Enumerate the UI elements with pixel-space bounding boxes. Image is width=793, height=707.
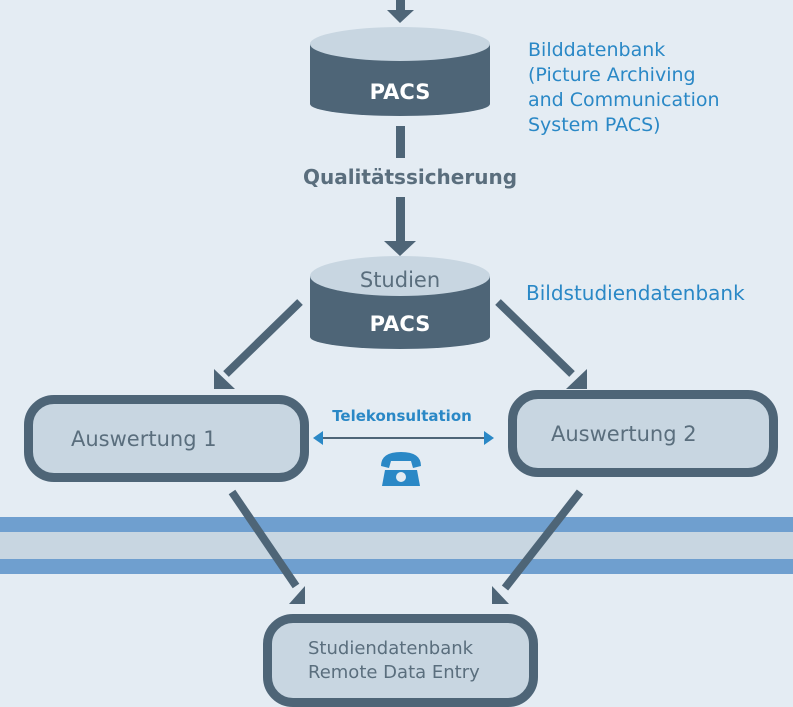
telephone-icon [381,452,421,486]
eval2-label: Auswertung 2 [551,421,697,446]
pacs-top-label: PACS [369,80,431,104]
pacs-studien-bottom-label: PACS [369,312,431,336]
qa-arrow-head [384,241,416,256]
arrow-eval1-to-final [228,489,305,604]
eval1-box: Auswertung 1 [24,395,309,482]
qa-line-bottom [396,197,405,241]
band-middle [0,532,793,559]
qa-label: Qualitätssicherung [302,165,518,189]
pacs-studien-top-label: Studien [359,268,441,292]
band-stripe-bottom [0,559,793,574]
qa-line-top [396,126,405,158]
eval1-label: Auswertung 1 [71,426,217,451]
final-box: Studiendatenbank Remote Data Entry [263,614,538,707]
pacs-top-cylinder [310,27,490,116]
teleconsult-label: Telekonsultation [332,407,472,425]
pacs-studien-cylinder [310,256,490,349]
eval2-box: Auswertung 2 [508,390,778,477]
arrow-studien-to-eval1 [214,299,303,389]
arrow-eval2-to-final [492,489,584,604]
pacs-top-description: Bilddatenbank (Picture Archiving and Com… [528,39,720,136]
pacs-studien-description: Bildstudiendatenbank [526,281,745,305]
final-box-label: Studiendatenbank Remote Data Entry [308,637,480,683]
arrow-into-pacs [387,0,414,23]
band-stripe-top [0,517,793,532]
teleconsult-arrow [313,431,494,445]
arrow-studien-to-eval2 [495,299,587,389]
